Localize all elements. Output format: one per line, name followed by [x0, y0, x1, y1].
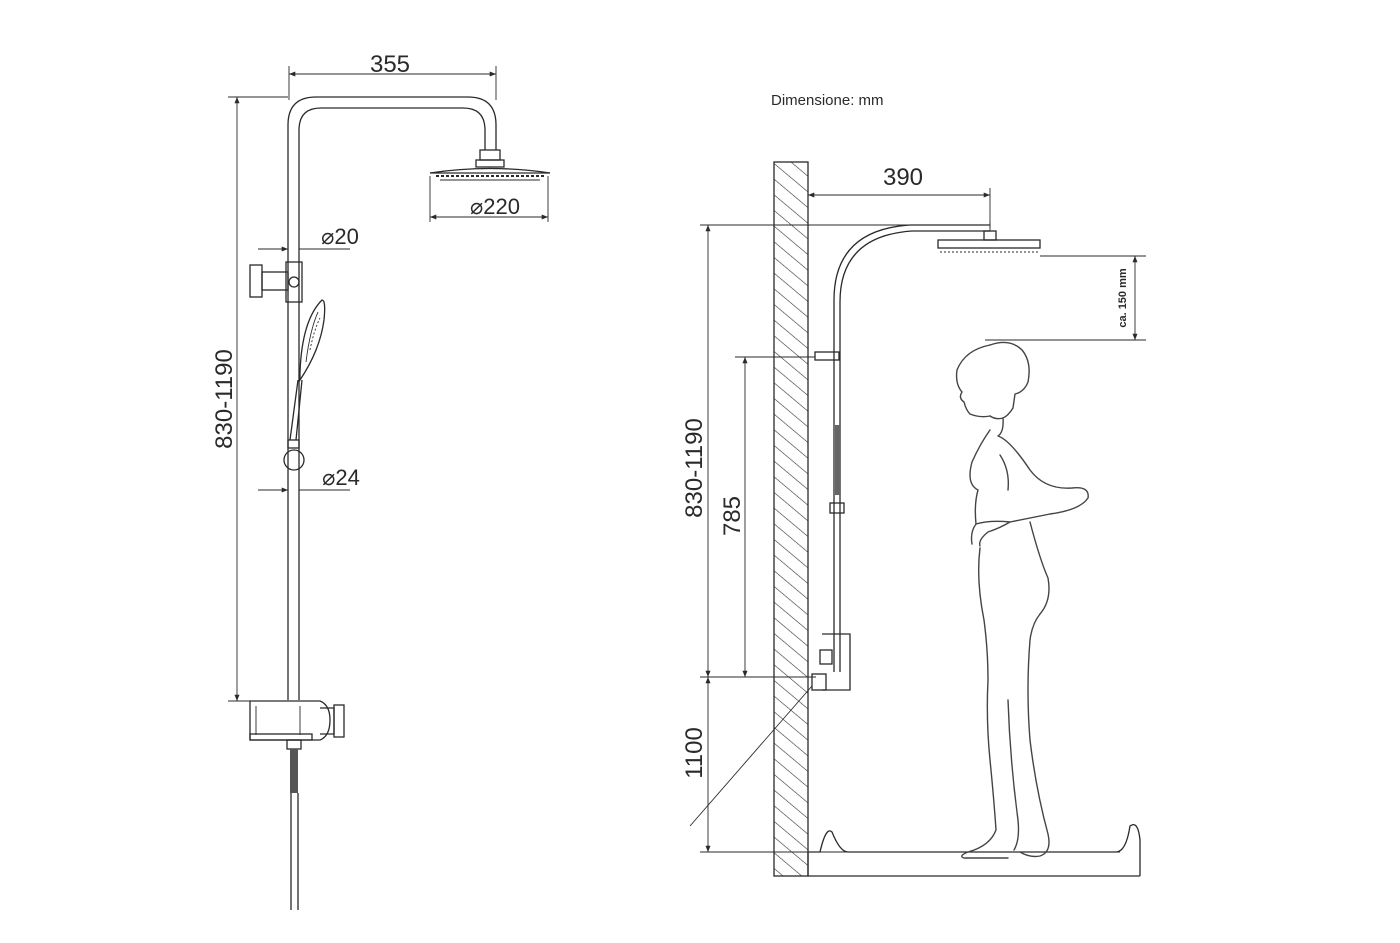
dimension-upper-pipe: ⌀20	[258, 224, 359, 252]
height-range-side-label: 830-1190	[681, 418, 708, 518]
shower-hose	[290, 749, 299, 910]
dimension-slide-bar: 785	[719, 356, 815, 678]
dimension-mount-height: 1100	[681, 677, 1120, 853]
units-note: Dimensione: mm	[771, 92, 884, 109]
shower-pipe	[287, 96, 497, 700]
slide-bar-label: 785	[719, 496, 746, 536]
dimension-head-clearance: ca. 150 mm	[985, 255, 1146, 341]
dimension-head-diameter: ⌀220	[429, 176, 549, 222]
arm-width-label: 355	[370, 51, 410, 78]
arm-projection-label: 390	[883, 164, 923, 191]
dimension-height-range-side: 830-1190	[681, 224, 910, 678]
dimension-lower-pipe: ⌀24	[258, 465, 360, 493]
hand-shower	[289, 299, 326, 441]
mount-height-label: 1100	[681, 727, 708, 779]
side-view: Dimensione: mm 390	[681, 92, 1146, 877]
front-view: 355 ⌀220 ⌀20	[211, 51, 551, 910]
wall-bracket	[249, 261, 303, 303]
lower-pipe-label: ⌀24	[322, 465, 360, 490]
rain-shower-head	[429, 149, 551, 181]
upper-pipe-label: ⌀20	[321, 224, 359, 249]
slider-knob	[283, 439, 305, 471]
dimension-height-range-front: 830-1190	[211, 96, 288, 702]
human-figure	[955, 341, 1089, 859]
dimension-arm-width: 355	[288, 51, 497, 100]
thermostat-mixer	[249, 700, 345, 750]
head-clearance-label: ca. 150 mm	[1117, 268, 1129, 328]
dimension-arm-projection: 390	[807, 164, 991, 228]
side-shower-column	[811, 222, 1041, 691]
height-range-front-label: 830-1190	[211, 349, 238, 449]
wall-section	[773, 161, 809, 877]
head-diameter-label: ⌀220	[470, 194, 520, 219]
